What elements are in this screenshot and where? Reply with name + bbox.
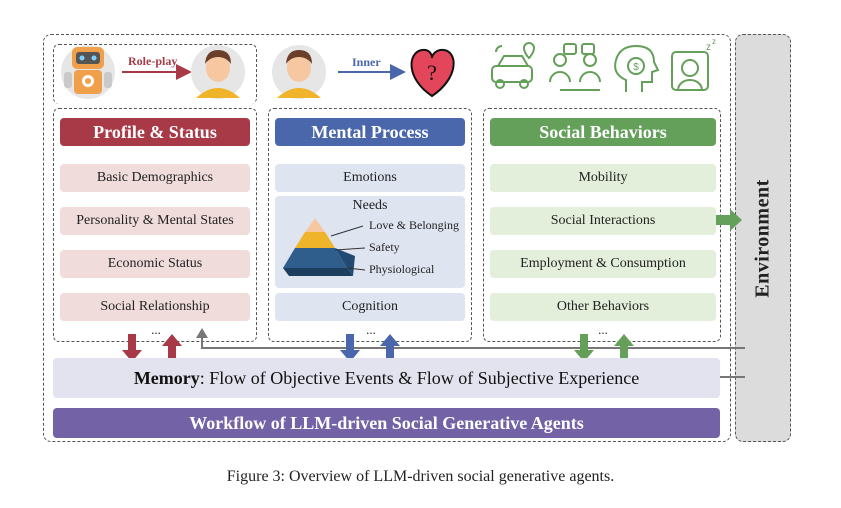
top-icons-layer: ? $ z z (61, 37, 716, 99)
people-chat-icon (549, 43, 601, 91)
profile-more: ... (151, 322, 161, 337)
roleplay-label: Role-play (128, 54, 178, 68)
social-up-arrow (614, 334, 634, 362)
profile-item: Economic Status (60, 250, 250, 278)
profile-up-arrow (162, 334, 182, 362)
needs-pyramid-icon (283, 218, 366, 276)
to-environment-arrow (716, 209, 742, 231)
svg-text:z: z (712, 37, 716, 46)
svg-text:?: ? (427, 60, 437, 85)
profile-item: Basic Demographics (60, 164, 250, 192)
mental-up-arrow (380, 334, 400, 362)
social-header: Social Behaviors (490, 118, 716, 146)
mental-column: Mental Process Emotions Needs Love & Bel… (268, 108, 472, 342)
svg-text:$: $ (633, 62, 639, 73)
cognition-item: Cognition (275, 293, 465, 321)
sleeping-person-icon: z z (671, 37, 716, 91)
needs-title: Needs (352, 198, 388, 213)
need-love: Love & Belonging (369, 218, 459, 232)
profile-header: Profile & Status (60, 118, 250, 146)
social-more: ... (598, 322, 608, 337)
social-item: Mobility (490, 164, 716, 192)
mental-more: ... (366, 322, 376, 337)
social-item: Employment & Consumption (490, 250, 716, 278)
roleplay-icon-frame (53, 44, 257, 104)
profile-down-arrow (122, 334, 142, 362)
mental-down-arrow (340, 334, 360, 362)
agent-frame (43, 34, 731, 442)
social-column: Social Behaviors Mobility Social Interac… (483, 108, 721, 342)
workflow-bar: Workflow of LLM-driven Social Generative… (53, 408, 720, 438)
person-icon (191, 45, 245, 99)
memory-text: : Flow of Objective Events & Flow of Sub… (199, 367, 640, 388)
mental-header: Mental Process (275, 118, 465, 146)
need-safety: Safety (369, 240, 400, 254)
memory-label: Memory (133, 367, 200, 388)
profile-item: Personality & Mental States (60, 207, 250, 235)
needs-box: Needs Love & Belonging Safety Physiologi… (275, 196, 465, 288)
environment-panel (735, 34, 791, 442)
car-location-icon (491, 42, 536, 89)
social-item: Social Interactions (490, 207, 716, 235)
figure-caption: Figure 3: Overview of LLM-driven social … (226, 468, 615, 485)
person-icon-inner (272, 45, 326, 99)
svg-text:z: z (706, 42, 711, 53)
emotions-item: Emotions (275, 164, 465, 192)
profile-column: Profile & Status Basic Demographics Pers… (53, 108, 257, 342)
environment-feedback-line (201, 336, 745, 349)
social-down-arrow (574, 334, 594, 362)
robot-icon (61, 45, 115, 99)
inner-label: Inner (352, 55, 381, 69)
memory-bar: Memory: Flow of Objective Events & Flow … (53, 358, 720, 398)
social-item: Other Behaviors (490, 293, 716, 321)
need-physiological: Physiological (369, 262, 435, 276)
head-money-icon: $ (614, 44, 660, 92)
heart-question-icon: ? (410, 48, 455, 98)
profile-item: Social Relationship (60, 293, 250, 321)
